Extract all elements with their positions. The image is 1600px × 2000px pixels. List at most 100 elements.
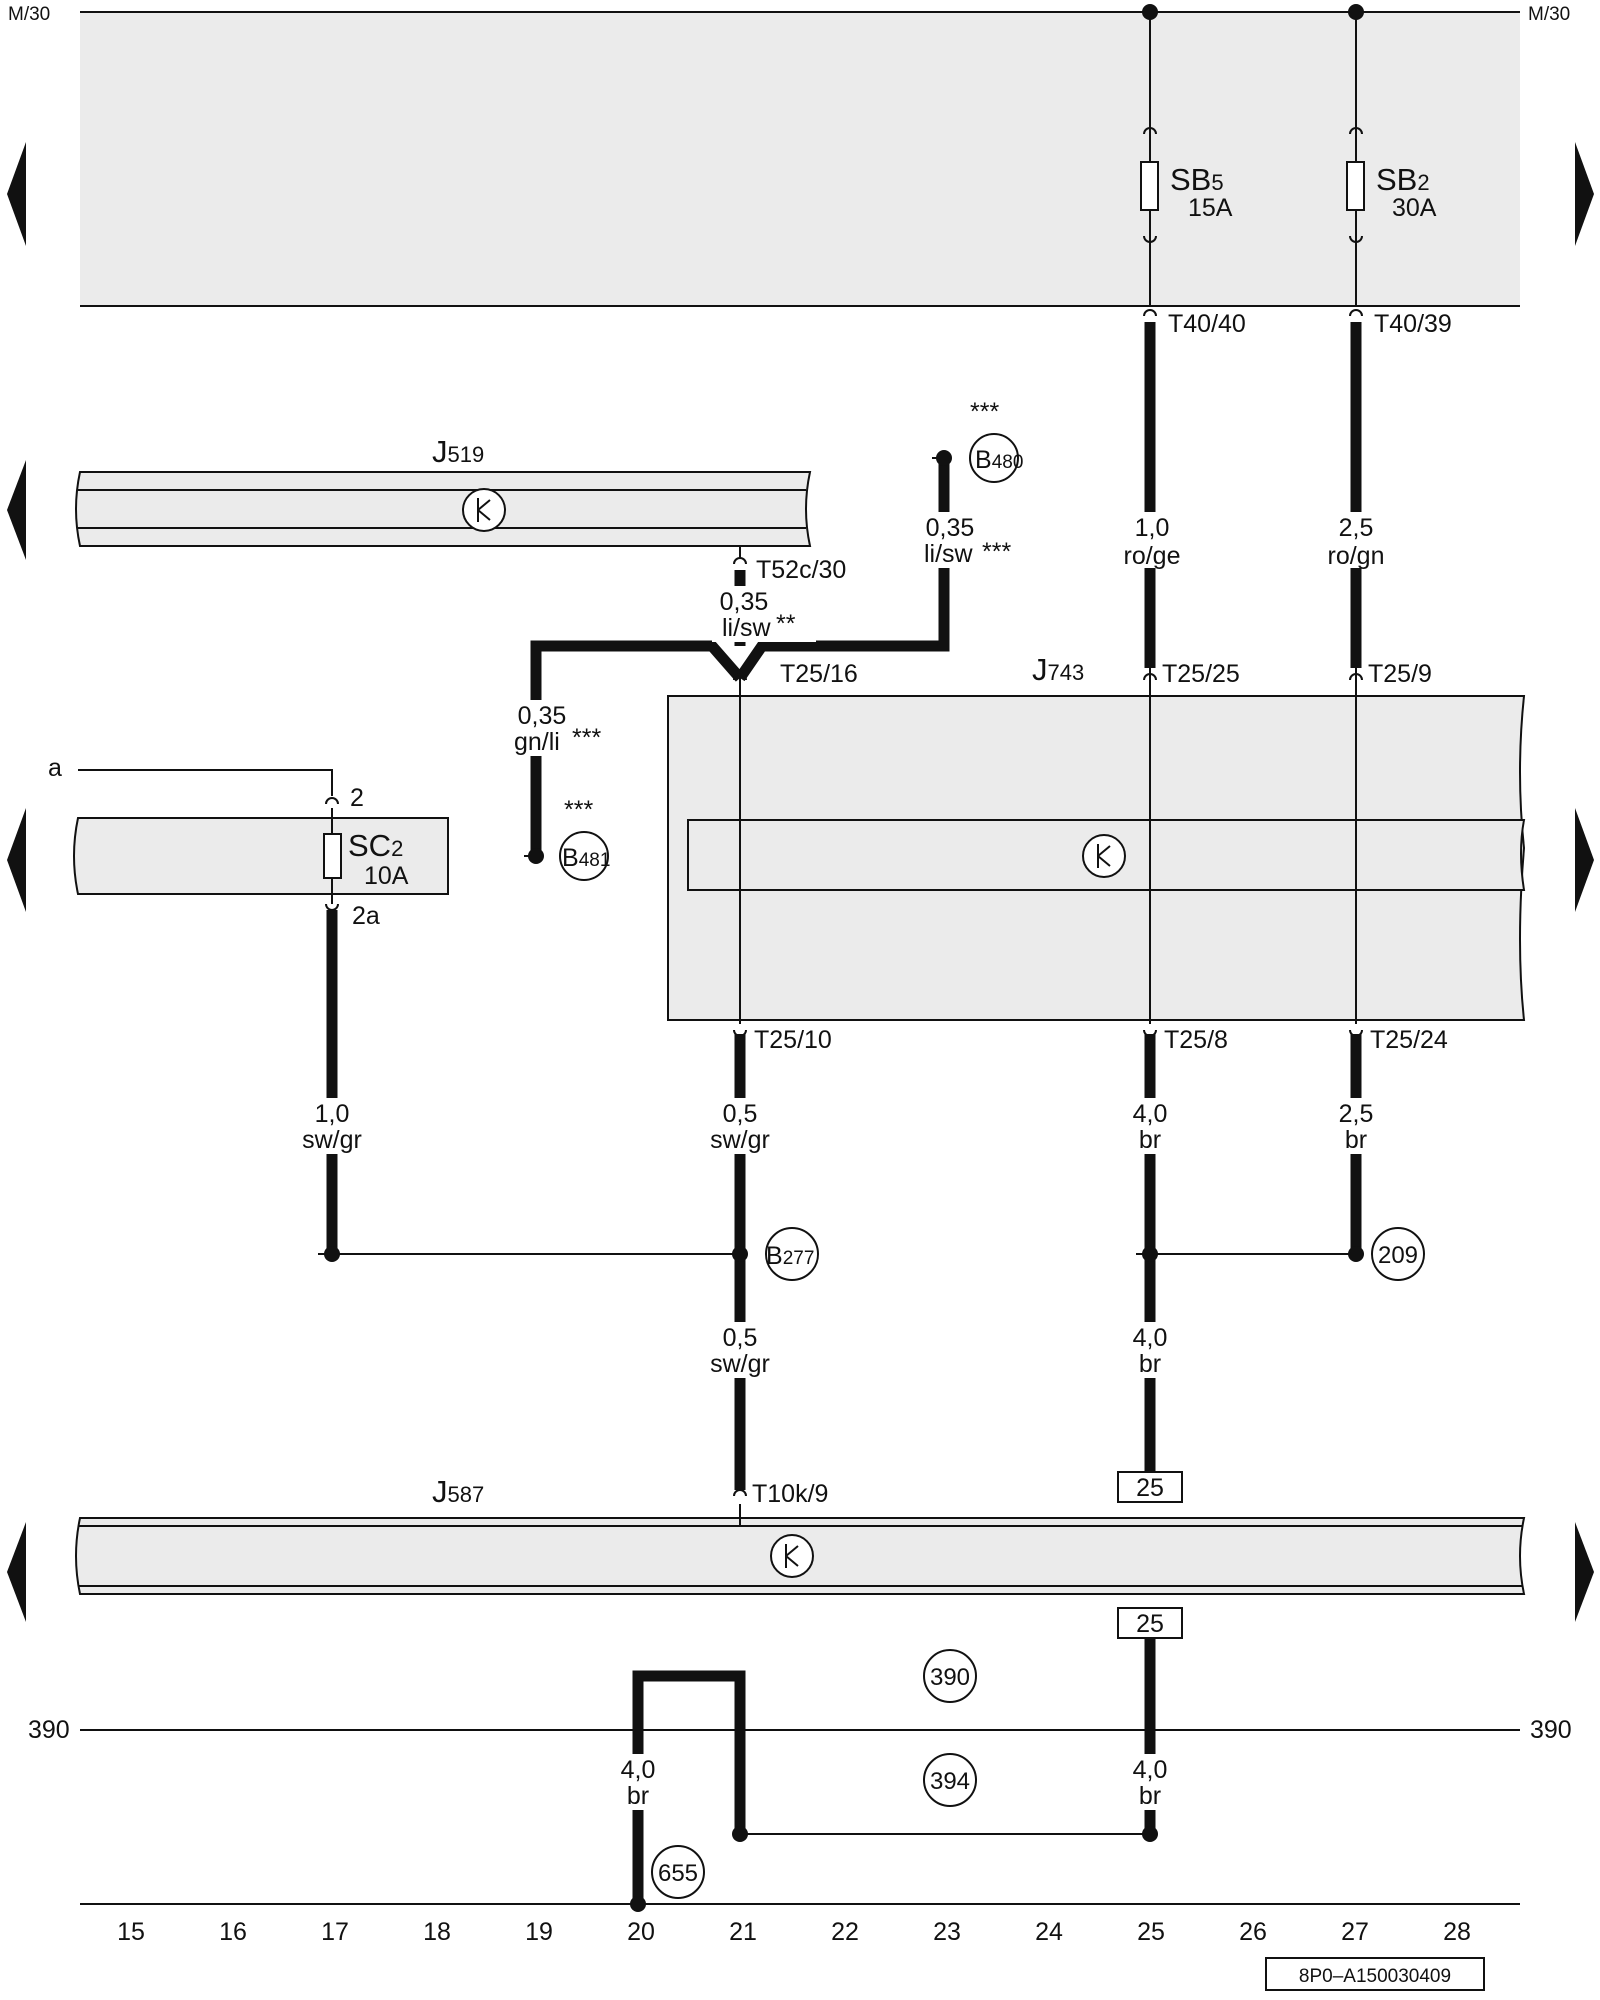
ref-circle-394 bbox=[923, 1753, 977, 1807]
conn-t40-40: T40/40 bbox=[1168, 310, 1246, 338]
sb5-fuse-symbol bbox=[1140, 161, 1159, 211]
wire-color: li/sw bbox=[722, 614, 772, 642]
doc-id: 8P0–A150030409 bbox=[1299, 1966, 1451, 1987]
b481-ground-point bbox=[559, 831, 609, 881]
j519-label: J519 bbox=[432, 434, 484, 469]
b277-label: B277 bbox=[766, 1242, 814, 1270]
sc2-fuse-panel bbox=[73, 817, 449, 895]
column-number: 25 bbox=[1137, 1918, 1165, 1946]
wire-color: br bbox=[1139, 1350, 1161, 1378]
junction-dot bbox=[1348, 1246, 1364, 1262]
wire-size: 2,5 bbox=[1339, 514, 1374, 542]
label-bg bbox=[1324, 512, 1388, 568]
label-bg bbox=[614, 1754, 662, 1810]
wire-color: sw/gr bbox=[710, 1350, 770, 1378]
column-number: 19 bbox=[525, 1918, 553, 1946]
transistor-icon-glyph bbox=[785, 1544, 799, 1568]
wire-note: *** bbox=[572, 724, 601, 752]
m30-label-right: M/30 bbox=[1528, 4, 1570, 25]
wire-note: *** bbox=[982, 538, 1011, 566]
connector-arc bbox=[1349, 673, 1363, 681]
wire-color: br bbox=[1139, 1126, 1161, 1154]
wire-size: 0,5 bbox=[723, 1100, 758, 1128]
wire-size: 0,5 bbox=[723, 1324, 758, 1352]
wire-size: 1,0 bbox=[1135, 514, 1170, 542]
box-25-bottom-label: 25 bbox=[1136, 1610, 1164, 1638]
connector-arc bbox=[733, 1489, 747, 1497]
wire-size: 4,0 bbox=[1133, 1100, 1168, 1128]
ground-209-label: 209 bbox=[1378, 1242, 1418, 1269]
left-arrow-icon bbox=[7, 142, 26, 246]
column-number: 15 bbox=[117, 1918, 145, 1946]
j519-control-unit bbox=[75, 471, 812, 547]
sb5-rating: 15A bbox=[1188, 194, 1233, 222]
connector-arc bbox=[325, 797, 339, 805]
label-bg bbox=[712, 586, 816, 642]
ref-390-label: 390 bbox=[930, 1664, 970, 1691]
column-number: 16 bbox=[219, 1918, 247, 1946]
b481-note: *** bbox=[564, 796, 593, 824]
bus-390-label-left: 390 bbox=[28, 1716, 70, 1744]
wire-size: 0,35 bbox=[720, 588, 769, 616]
column-number: 20 bbox=[627, 1918, 655, 1946]
wire-a bbox=[78, 769, 333, 796]
connector-arc bbox=[1143, 673, 1157, 681]
column-number: 22 bbox=[831, 1918, 859, 1946]
column-number: 24 bbox=[1035, 1918, 1063, 1946]
label-bg bbox=[1330, 1098, 1382, 1154]
right-arrow-icon bbox=[1575, 1522, 1594, 1622]
label-bg bbox=[1126, 1322, 1174, 1378]
wire-color: br bbox=[1139, 1782, 1161, 1810]
sb5-label: SB5 bbox=[1170, 162, 1224, 197]
label-bg bbox=[1126, 1754, 1174, 1810]
label-bg bbox=[704, 1322, 776, 1378]
connector-arc bbox=[1143, 235, 1157, 243]
conn-t25-10: T25/10 bbox=[754, 1026, 832, 1054]
connector-arc bbox=[325, 903, 339, 911]
wire-size: 0,35 bbox=[518, 702, 567, 730]
label-bg bbox=[1126, 1098, 1174, 1154]
right-arrow-icon bbox=[1575, 808, 1594, 912]
conn-t52c-30: T52c/30 bbox=[756, 556, 846, 584]
conn-t25-9: T25/9 bbox=[1368, 660, 1432, 688]
sc2-pin-bottom: 2a bbox=[352, 902, 380, 930]
junction-dot bbox=[1142, 1246, 1158, 1262]
b480-note: *** bbox=[970, 398, 999, 426]
wire-color: br bbox=[1345, 1126, 1367, 1154]
ref-a: a bbox=[48, 754, 62, 782]
sc2-fuse-symbol bbox=[323, 833, 342, 879]
wire-color: sw/gr bbox=[302, 1126, 362, 1154]
conn-t25-16: T25/16 bbox=[780, 660, 858, 688]
m30-label-left: M/30 bbox=[8, 4, 50, 25]
ref-394-label: 394 bbox=[930, 1768, 970, 1795]
sc2-rating: 10A bbox=[364, 862, 409, 890]
wire-size: 4,0 bbox=[1133, 1324, 1168, 1352]
ground-655-label: 655 bbox=[658, 1860, 698, 1887]
fuse-panel bbox=[80, 12, 1520, 306]
j743-label: J743 bbox=[1032, 652, 1084, 687]
junction-dot bbox=[324, 1246, 340, 1262]
column-number: 26 bbox=[1239, 1918, 1267, 1946]
label-bg bbox=[1130, 512, 1174, 568]
sc2-label: SC2 bbox=[348, 828, 403, 863]
label-bg bbox=[296, 1098, 368, 1154]
ground-point-655 bbox=[651, 1845, 705, 1899]
transistor-icon-glyph bbox=[1097, 844, 1111, 868]
right-arrow-icon bbox=[1575, 142, 1594, 246]
left-arrow-icon bbox=[7, 1522, 26, 1622]
column-number: 23 bbox=[933, 1918, 961, 1946]
sb2-fuse-symbol bbox=[1346, 161, 1365, 211]
column-number: 21 bbox=[729, 1918, 757, 1946]
transistor-icon bbox=[1082, 834, 1126, 878]
wire-color: ro/ge bbox=[1124, 542, 1181, 570]
box-25-top bbox=[1117, 1471, 1183, 1503]
ref-circle-390 bbox=[923, 1649, 977, 1703]
wire-size: 4,0 bbox=[1133, 1756, 1168, 1784]
conn-t40-39: T40/39 bbox=[1374, 310, 1452, 338]
transistor-icon bbox=[462, 488, 506, 532]
conn-t10k-9: T10k/9 bbox=[752, 1480, 828, 1508]
column-number: 18 bbox=[423, 1918, 451, 1946]
wire-color: sw/gr bbox=[710, 1126, 770, 1154]
